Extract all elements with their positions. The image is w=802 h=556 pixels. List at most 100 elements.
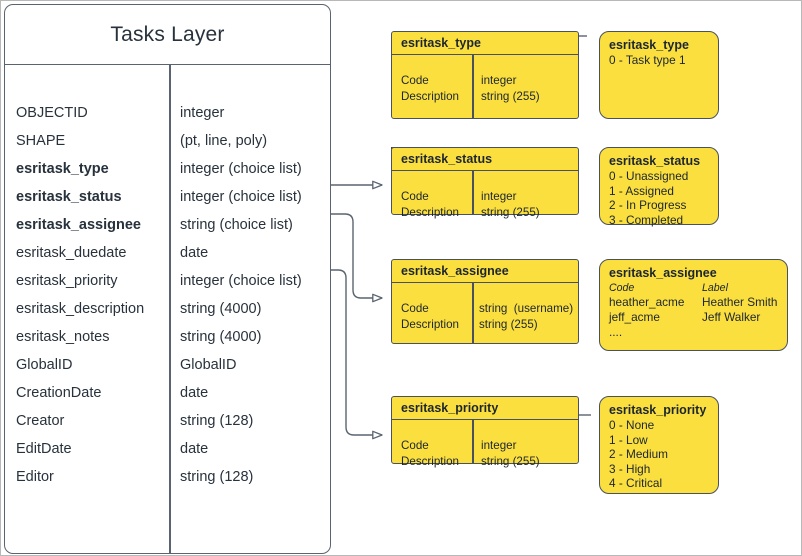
table-columns: Code Description string (username) strin…: [392, 283, 578, 343]
cell-divider: [472, 55, 474, 118]
field-type: string (128): [180, 413, 254, 429]
field-name: esritask_priority: [16, 273, 118, 289]
table-title: esritask_priority: [392, 397, 578, 420]
field-type: string (choice list): [180, 217, 293, 233]
field-type: integer (choice list): [180, 161, 302, 177]
domain-value: 0 - None: [609, 418, 655, 432]
field-type: string (4000): [180, 329, 262, 345]
field-row: esritask_status integer (choice list): [5, 183, 330, 211]
domain-value: 3 - Completed: [609, 212, 684, 227]
domain-esritask-type[interactable]: esritask_type 0 - Task type 1: [599, 31, 719, 119]
column-divider: [169, 65, 171, 553]
assignee-grid-header: Code Label: [609, 281, 787, 295]
cell-divider: [472, 420, 474, 463]
table-esritask-status[interactable]: esritask_status Code Description integer…: [391, 147, 579, 219]
field-name: esritask_status: [16, 189, 122, 205]
field-row: OBJECTID integer: [5, 99, 330, 127]
field-row: SHAPE (pt, line, poly): [5, 127, 330, 155]
domain-title: esritask_assignee: [609, 266, 717, 280]
table-columns: Code Description integer string (255): [392, 171, 578, 219]
page-title: Tasks Layer: [110, 22, 225, 46]
domain-value: 4 - Critical: [609, 476, 663, 491]
field-name: Editor: [16, 469, 54, 485]
table-left-column: Code Description: [401, 74, 459, 103]
field-name: esritask_description: [16, 301, 145, 317]
connector-assignee: [331, 213, 383, 303]
domain-title: esritask_status: [609, 154, 701, 168]
field-row: esritask_type integer (choice list): [5, 155, 330, 183]
domain-value: 3 - High: [609, 461, 651, 476]
field-type: integer: [180, 105, 225, 121]
table-right-column: integer string (255): [481, 74, 540, 103]
field-name: esritask_type: [16, 161, 109, 177]
field-name: EditDate: [16, 441, 72, 457]
assignee-code-header: Code: [609, 282, 635, 294]
field-type: string (128): [180, 469, 254, 485]
field-type: date: [180, 245, 209, 261]
table-left-column: Code Description: [401, 190, 459, 219]
layer-title-band: Tasks Layer: [5, 5, 330, 65]
field-name: OBJECTID: [16, 105, 88, 121]
domain-value: 1 - Low: [609, 432, 648, 447]
field-type: date: [180, 385, 209, 401]
field-type: GlobalID: [180, 357, 237, 373]
assignee-code: jeff_acme: [609, 310, 660, 325]
field-name: esritask_assignee: [16, 217, 141, 233]
field-type: string (4000): [180, 301, 262, 317]
cell-divider: [472, 171, 474, 214]
table-title: esritask_assignee: [392, 260, 578, 283]
assignee-code: heather_acme: [609, 295, 685, 309]
field-name: Creator: [16, 413, 65, 429]
field-type: date: [180, 441, 209, 457]
table-left-column: Code Description: [401, 302, 459, 331]
domain-value: 2 - In Progress: [609, 198, 687, 213]
domain-esritask-assignee[interactable]: esritask_assignee Code Label heather_acm…: [599, 259, 788, 351]
table-title: esritask_type: [392, 32, 578, 55]
assignee-row: heather_acme Heather Smith: [609, 295, 787, 310]
field-row: Editor string (128): [5, 463, 330, 491]
assignee-label: Heather Smith: [702, 295, 778, 309]
table-columns: Code Description integer string (255): [392, 420, 578, 468]
assignee-label: Jeff Walker: [702, 310, 761, 325]
field-row: Creator string (128): [5, 407, 330, 435]
assignee-label-header: Label: [702, 282, 728, 294]
domain-value: 1 - Assigned: [609, 183, 674, 198]
field-type: (pt, line, poly): [180, 133, 268, 149]
domain-title: esritask_priority: [609, 403, 707, 417]
field-name: SHAPE: [16, 133, 66, 149]
domain-value: 0 - Unassigned: [609, 169, 689, 183]
assignee-row: jeff_acme Jeff Walker: [609, 310, 787, 325]
field-name: GlobalID: [16, 357, 73, 373]
field-row: esritask_notes string (4000): [5, 323, 330, 351]
table-title: esritask_status: [392, 148, 578, 171]
cell-divider: [472, 283, 474, 343]
table-right-column: integer string (255): [481, 439, 540, 468]
table-right-column: integer string (255): [481, 190, 540, 219]
field-row: GlobalID GlobalID: [5, 351, 330, 379]
connector-priority: [331, 269, 383, 440]
domain-title: esritask_type: [609, 38, 689, 52]
assignee-code: ....: [609, 325, 623, 340]
field-row: EditDate date: [5, 435, 330, 463]
domain-value: 0 - Task type 1: [609, 53, 686, 67]
table-esritask-priority[interactable]: esritask_priority Code Description integ…: [391, 396, 579, 468]
field-row: esritask_assignee string (choice list): [5, 211, 330, 239]
table-esritask-type[interactable]: esritask_type Code Description integer s…: [391, 31, 579, 119]
assignee-row: ....: [609, 325, 787, 340]
field-row: esritask_description string (4000): [5, 295, 330, 323]
table-esritask-assignee[interactable]: esritask_assignee Code Description strin…: [391, 259, 579, 344]
table-left-column: Code Description: [401, 439, 459, 468]
field-type: integer (choice list): [180, 189, 302, 205]
field-name: esritask_notes: [16, 329, 110, 345]
